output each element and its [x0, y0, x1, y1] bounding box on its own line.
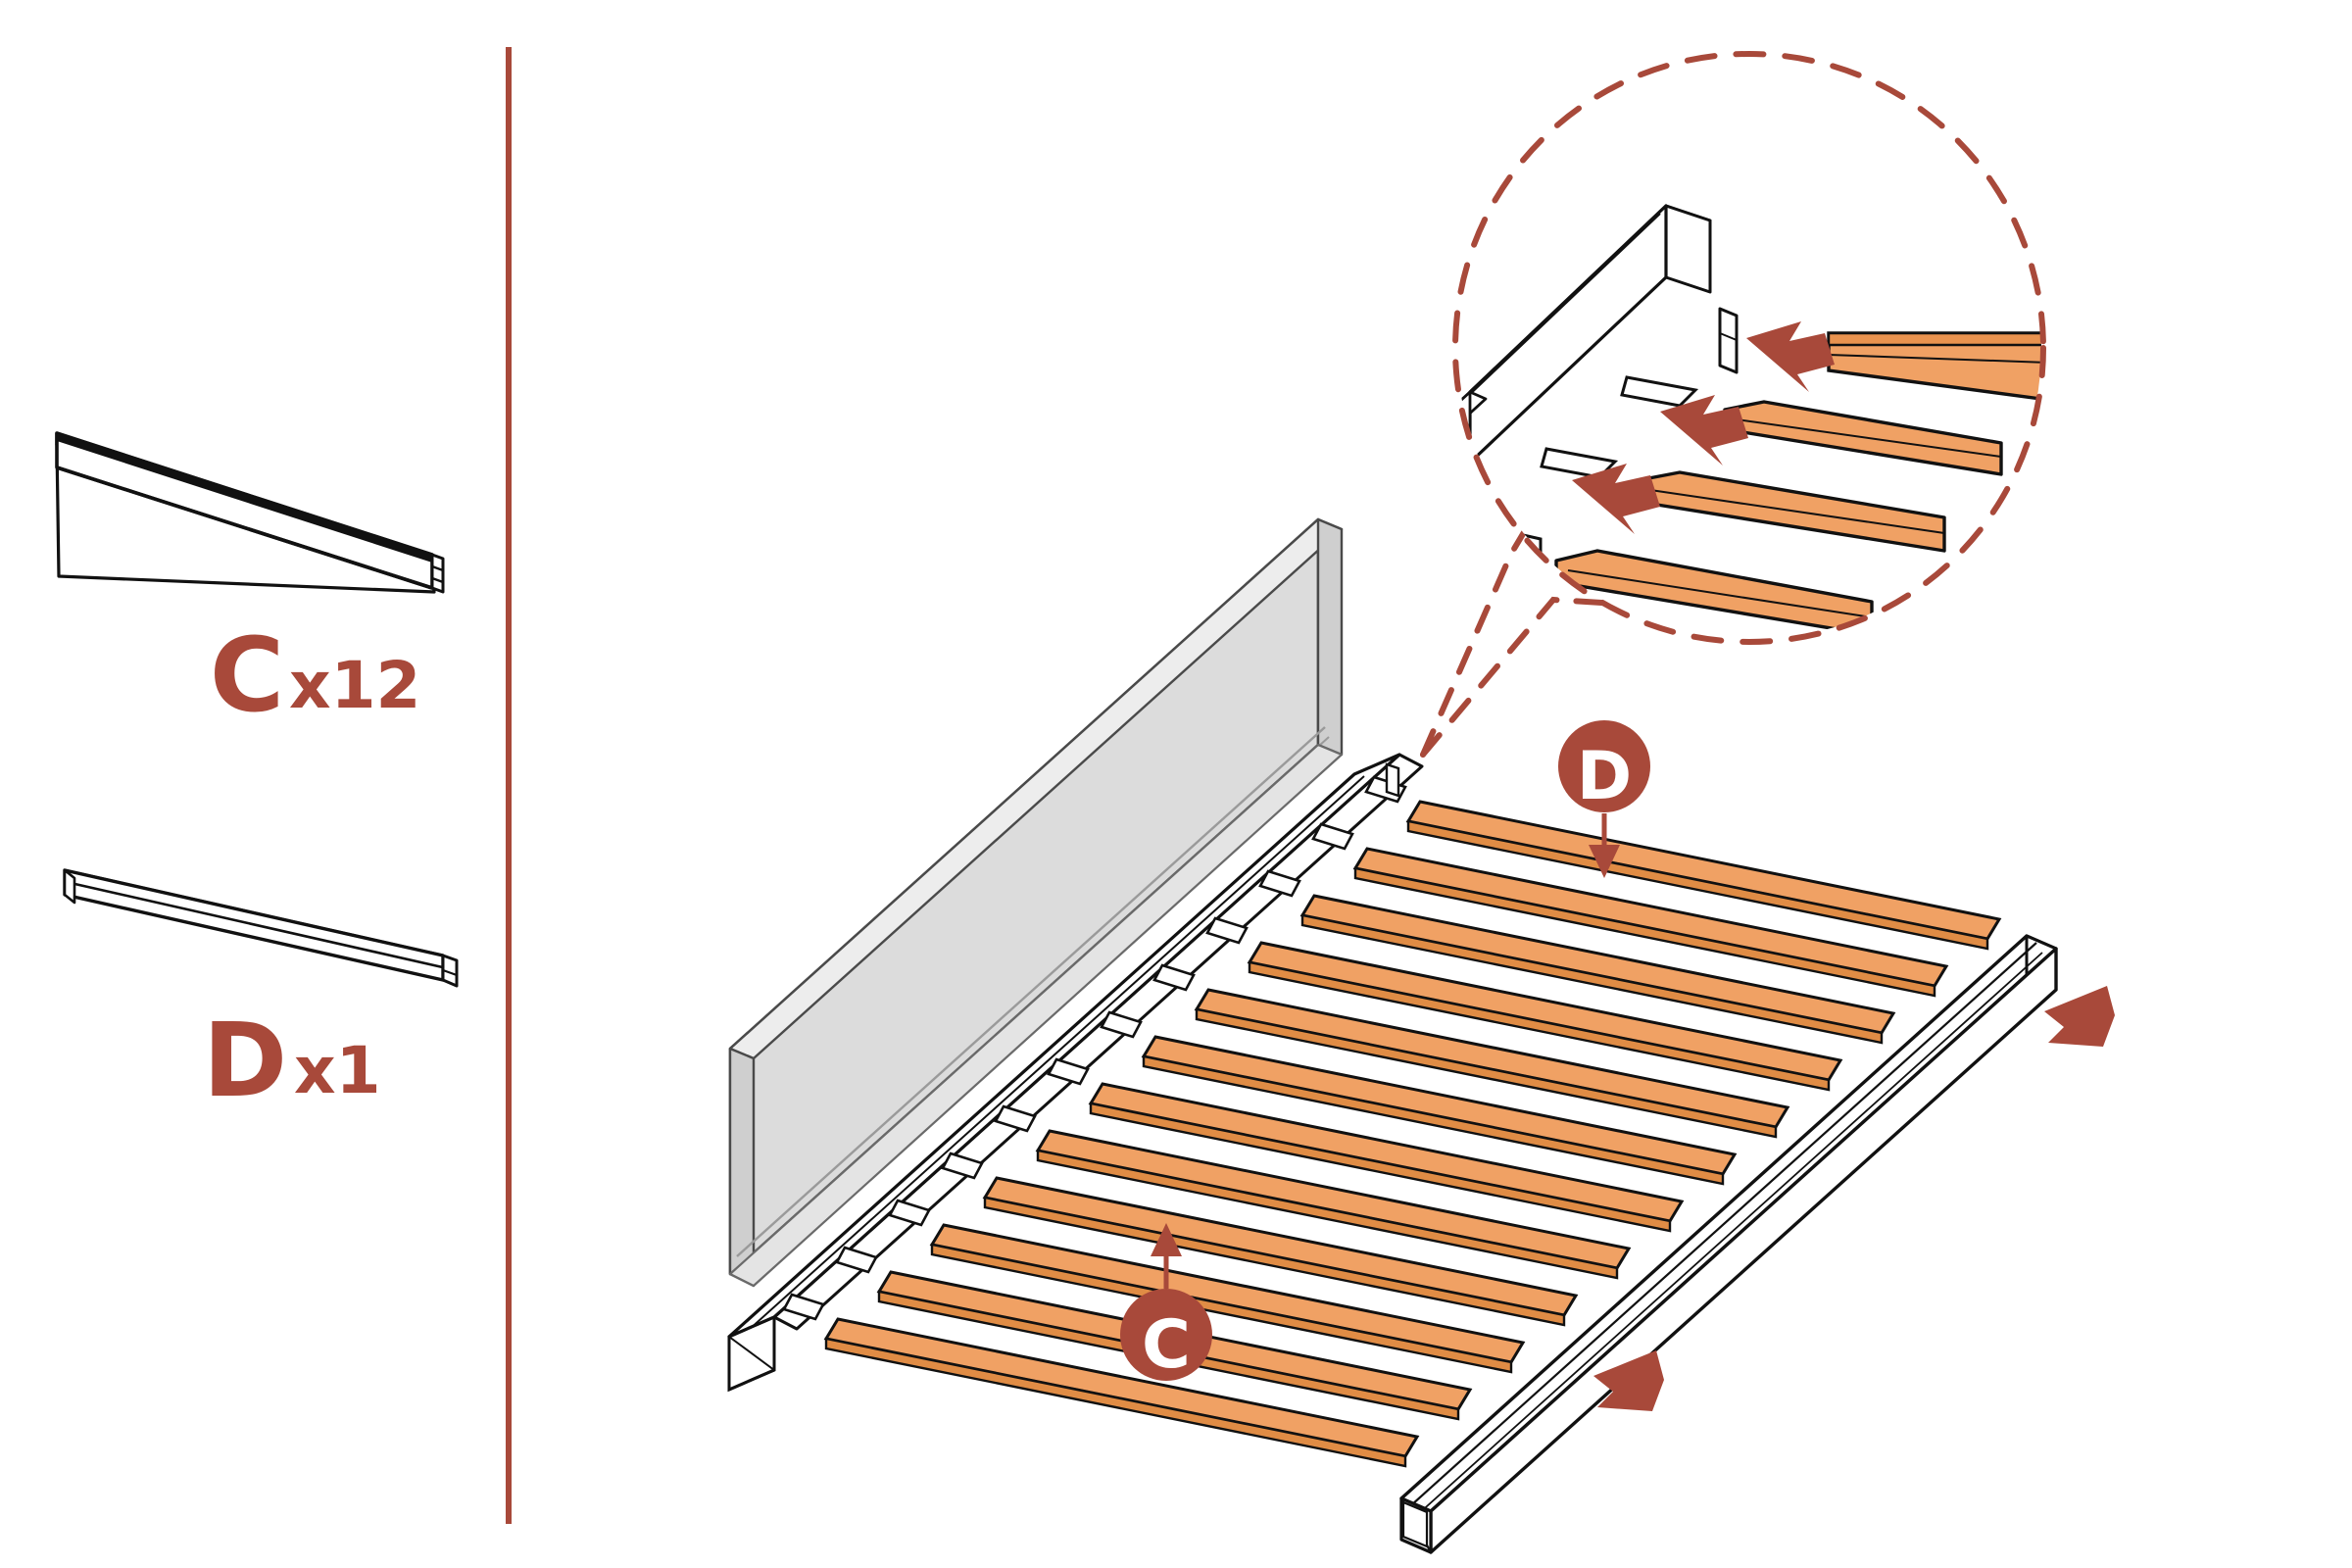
slat-c — [823, 1317, 1420, 1468]
rail-slot — [1100, 1010, 1143, 1039]
part-d-ridge-line — [70, 881, 448, 970]
headboard-assembly: C D — [727, 517, 2115, 1554]
rail-slot — [941, 1152, 984, 1180]
callout-c-circle — [1120, 1289, 1212, 1381]
side-rail-cap-inner — [1401, 1500, 1429, 1548]
side-rail-assembly — [1399, 934, 2058, 1554]
headboard-groove-1 — [736, 726, 1326, 1257]
detail-contents — [1457, 56, 2041, 640]
headboard-left-face — [728, 1047, 756, 1288]
part-c-bottom-edge — [56, 466, 433, 590]
detail-insert-arrow-3 — [1572, 464, 1660, 534]
legend-part-c: C x12 — [55, 431, 445, 735]
headboard-base-strip — [728, 743, 1344, 1288]
rail-push-arrow-top — [2044, 986, 2115, 1047]
rail-slot — [835, 1246, 878, 1274]
callout-d-letter: D — [1577, 738, 1632, 815]
slat-group — [823, 800, 2002, 1468]
legend-part-d: D x1 — [63, 868, 459, 1120]
slat-c — [1194, 988, 1790, 1139]
rail-slot — [1152, 963, 1196, 992]
part-c-slat-icon — [55, 431, 445, 594]
callout-d-circle — [1558, 720, 1650, 812]
callout-badge-d: D — [1558, 720, 1650, 878]
rail-slot — [888, 1199, 931, 1227]
slat-c — [1035, 1129, 1632, 1280]
slat-c — [982, 1176, 1579, 1327]
legend-d-quantity: x1 — [294, 1033, 381, 1108]
slat-c — [1247, 941, 1843, 1092]
detail-rail-inner-line — [1463, 213, 1661, 401]
detail-rail-extension-body — [1457, 390, 1472, 639]
rail-push-arrow-bottom — [1593, 1350, 1664, 1411]
slot-rail-cap-diag — [728, 1336, 775, 1371]
rail-slot — [1047, 1057, 1090, 1086]
slat-c — [1141, 1035, 1738, 1186]
slot-rail-ridge — [738, 775, 1365, 1340]
side-rail-ridge-1 — [1410, 942, 2037, 1506]
leader-line-upper — [1420, 596, 1845, 758]
part-c-end-cap — [430, 553, 445, 594]
callout-c-arrow-head — [1151, 1223, 1182, 1256]
headboard-right-face — [1316, 517, 1344, 757]
part-c-top-highlight — [57, 433, 432, 563]
part-d-end-cap — [441, 954, 459, 988]
rail-slot — [1205, 916, 1249, 945]
detail-insert-arrow-1 — [1746, 321, 1835, 392]
slat-c — [1088, 1082, 1685, 1233]
callout-badge-c: C — [1120, 1223, 1212, 1384]
slat-c — [1405, 800, 2002, 951]
detail-rail-right-end — [1664, 204, 1712, 294]
rail-slot — [1311, 822, 1354, 851]
rail-slot — [1258, 869, 1301, 898]
slat-c — [929, 1223, 1526, 1374]
rail-slot-group — [782, 775, 1407, 1321]
callout-d-arrow-head — [1589, 845, 1620, 878]
rail-slot — [994, 1104, 1037, 1133]
legend-d-letter: D — [203, 1001, 287, 1120]
callout-c-letter: C — [1142, 1306, 1191, 1384]
detail-slot-tab-1 — [1718, 307, 1739, 374]
legend-c-quantity: x12 — [289, 648, 420, 723]
rail-slot — [782, 1293, 825, 1321]
side-rail-ridge-2 — [1416, 952, 2043, 1516]
legend-c-letter: C — [210, 615, 284, 735]
part-d-rail-icon — [63, 868, 459, 988]
detail-circle-border — [1452, 51, 2046, 645]
detail-rail-extension-top — [1457, 390, 1488, 621]
slat-c — [1352, 847, 1949, 998]
slat-c — [1299, 894, 1896, 1045]
rail-vertical-tab — [1385, 762, 1400, 798]
detail-zoom-callout — [1452, 51, 2046, 645]
detail-insert-arrow-2 — [1660, 395, 1748, 466]
part-d-left-cap — [63, 868, 76, 905]
